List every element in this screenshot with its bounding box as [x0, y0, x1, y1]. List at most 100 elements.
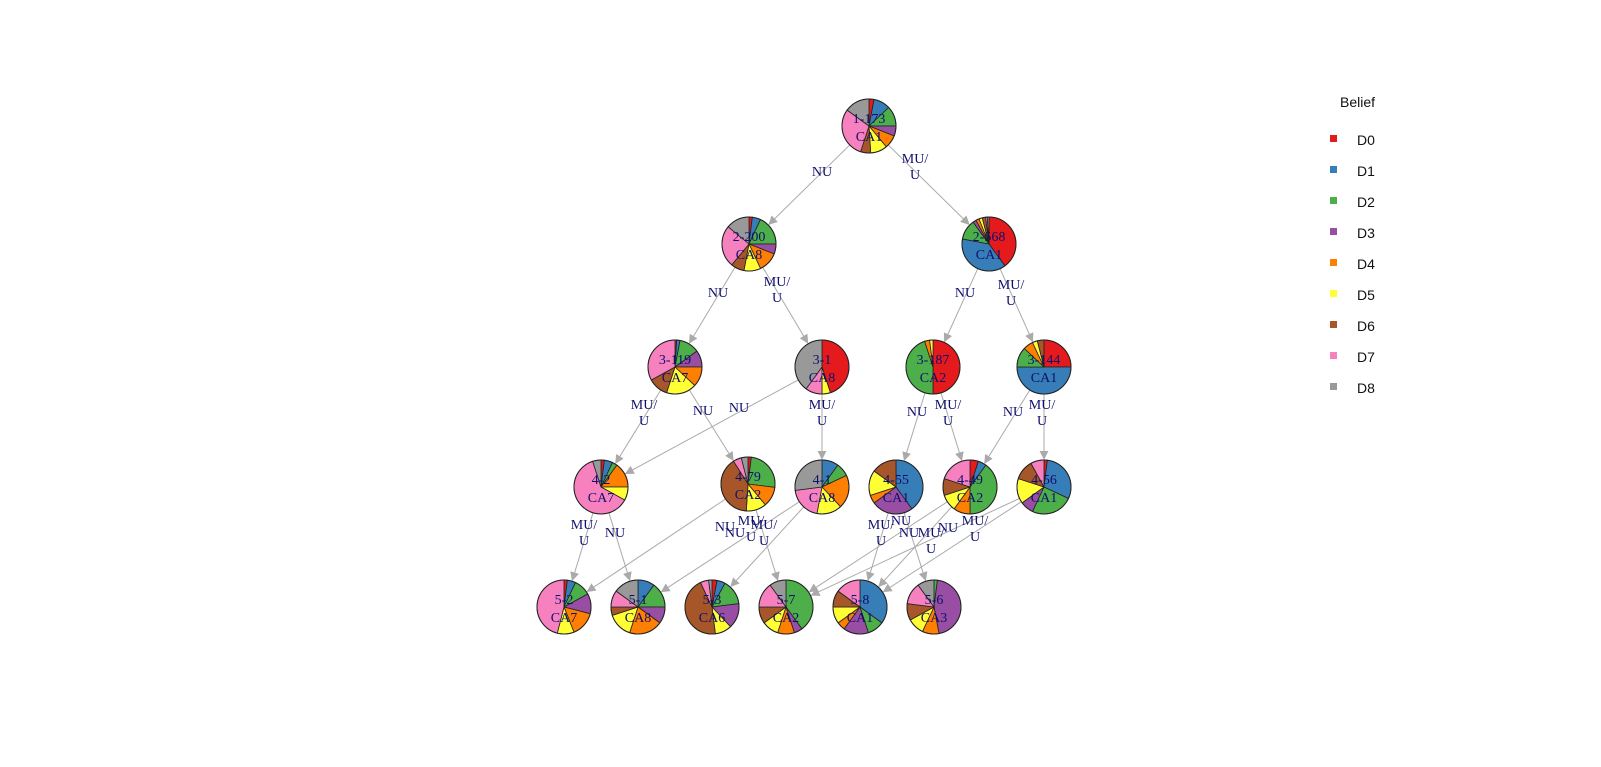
node-outline — [536, 579, 592, 635]
node-id-label: 5-2 — [555, 593, 574, 608]
edge-4-56-to-5-8 — [882, 501, 1022, 593]
node-outline — [906, 579, 962, 635]
legend-swatch-D6 — [1330, 321, 1337, 328]
legend-title: Belief — [1340, 94, 1375, 110]
legend-swatch-D2 — [1330, 197, 1337, 204]
edge-label-3-144-to-4-56: MU/U — [1029, 398, 1056, 429]
node-id-label: 2-200 — [733, 230, 766, 245]
node-class-label: CA2 — [957, 491, 983, 506]
legend-swatch-D8 — [1330, 383, 1337, 390]
edge-label-4-56-to-5-7: MU/U — [962, 514, 989, 545]
edge-label-4-79-to-5-7: MU/U — [738, 514, 765, 545]
node-outline — [942, 459, 998, 515]
edge-4-79-to-5-7 — [755, 509, 780, 582]
edge-label-3-1-to-4-1: MU/U — [809, 398, 836, 429]
legend-swatch-D0 — [1330, 135, 1337, 142]
edge-4-49-to-5-7 — [808, 501, 948, 593]
node-class-label: CA6 — [699, 611, 725, 626]
node-class-label: CA1 — [976, 248, 1002, 263]
edge-4-2-to-5-1 — [608, 512, 632, 582]
node-outline — [720, 456, 776, 512]
edge-label-4-56-to-5-8: NU — [938, 521, 958, 536]
node-outline — [573, 459, 629, 515]
edge-label-1-173-to-2-200: NU — [812, 165, 832, 180]
edge-1-173-to-2-200 — [768, 144, 851, 225]
edge-4-56-to-5-7 — [810, 497, 1020, 596]
legend-label-D6: D6 — [1357, 318, 1375, 334]
edge-label-3-187-to-4-55: NU — [907, 405, 927, 420]
node-id-label: 3-1 — [813, 353, 832, 368]
legend-label-D3: D3 — [1357, 225, 1375, 241]
node-class-label: CA8 — [736, 248, 762, 263]
edge-label-2-568-to-3-144: MU/U — [998, 278, 1025, 309]
node-class-label: CA7 — [551, 611, 577, 626]
node-id-label: 5-7 — [777, 593, 796, 608]
node-id-label: 5-3 — [703, 593, 722, 608]
node-outline — [961, 216, 1017, 272]
node-outline — [1016, 339, 1072, 395]
node-id-label: 3-187 — [917, 353, 950, 368]
legend-label-D8: D8 — [1357, 380, 1375, 396]
node-outline — [794, 459, 850, 515]
node-outline — [721, 216, 777, 272]
legend-label-D2: D2 — [1357, 194, 1375, 210]
node-class-label: CA2 — [735, 488, 761, 503]
legend-label-D7: D7 — [1357, 349, 1375, 365]
node-class-label: CA8 — [809, 371, 835, 386]
node-class-label: CA2 — [773, 611, 799, 626]
node-outline — [794, 339, 850, 395]
edge-3-144-to-4-49 — [984, 389, 1031, 464]
edge-label-2-200-to-3-119: NU — [708, 286, 728, 301]
node-outline — [868, 459, 924, 515]
node-outline — [1016, 459, 1072, 515]
edge-label-1-173-to-2-568: MU/U — [902, 152, 929, 183]
node-class-label: CA2 — [920, 371, 946, 386]
edge-2-568-to-3-187 — [943, 268, 979, 343]
edge-4-1-to-5-1 — [660, 501, 800, 593]
edge-label-3-119-to-4-2: MU/U — [631, 398, 658, 429]
edge-2-200-to-3-1 — [762, 266, 809, 344]
edge-2-568-to-3-144 — [999, 268, 1034, 343]
edge-label-4-2-to-5-2: MU/U — [571, 518, 598, 549]
edge-3-1-to-4-2 — [624, 379, 799, 475]
legend-label-D5: D5 — [1357, 287, 1375, 303]
node-outline — [610, 579, 666, 635]
node-id-label: 4-55 — [883, 473, 909, 488]
node-class-label: CA1 — [883, 491, 909, 506]
node-class-label: CA8 — [625, 611, 651, 626]
edge-label-4-1-to-5-1: NU — [725, 526, 745, 541]
node-class-label: CA1 — [856, 130, 882, 145]
node-id-label: 5-1 — [629, 593, 648, 608]
edge-label-4-49-to-5-8: MU/U — [918, 526, 945, 557]
legend-swatch-D4 — [1330, 259, 1337, 266]
edge-3-119-to-4-2 — [615, 389, 662, 464]
node-id-label: 4-2 — [592, 473, 611, 488]
node-outline — [905, 339, 961, 395]
node-class-label: CA7 — [588, 491, 614, 506]
node-class-label: CA1 — [1031, 371, 1057, 386]
node-id-label: 3-144 — [1028, 353, 1061, 368]
edge-label-4-79-to-5-2: NU — [715, 520, 735, 535]
node-id-label: 3-119 — [659, 353, 691, 368]
node-id-label: 2-568 — [973, 230, 1006, 245]
legend-label-D4: D4 — [1357, 256, 1375, 272]
edge-label-3-1-to-4-2: NU — [729, 401, 749, 416]
edge-1-173-to-2-568 — [887, 144, 970, 225]
legend-label-D0: D0 — [1357, 132, 1375, 148]
edge-label-4-1-to-5-3: MU/U — [751, 518, 778, 549]
node-id-label: 1-173 — [853, 112, 886, 127]
